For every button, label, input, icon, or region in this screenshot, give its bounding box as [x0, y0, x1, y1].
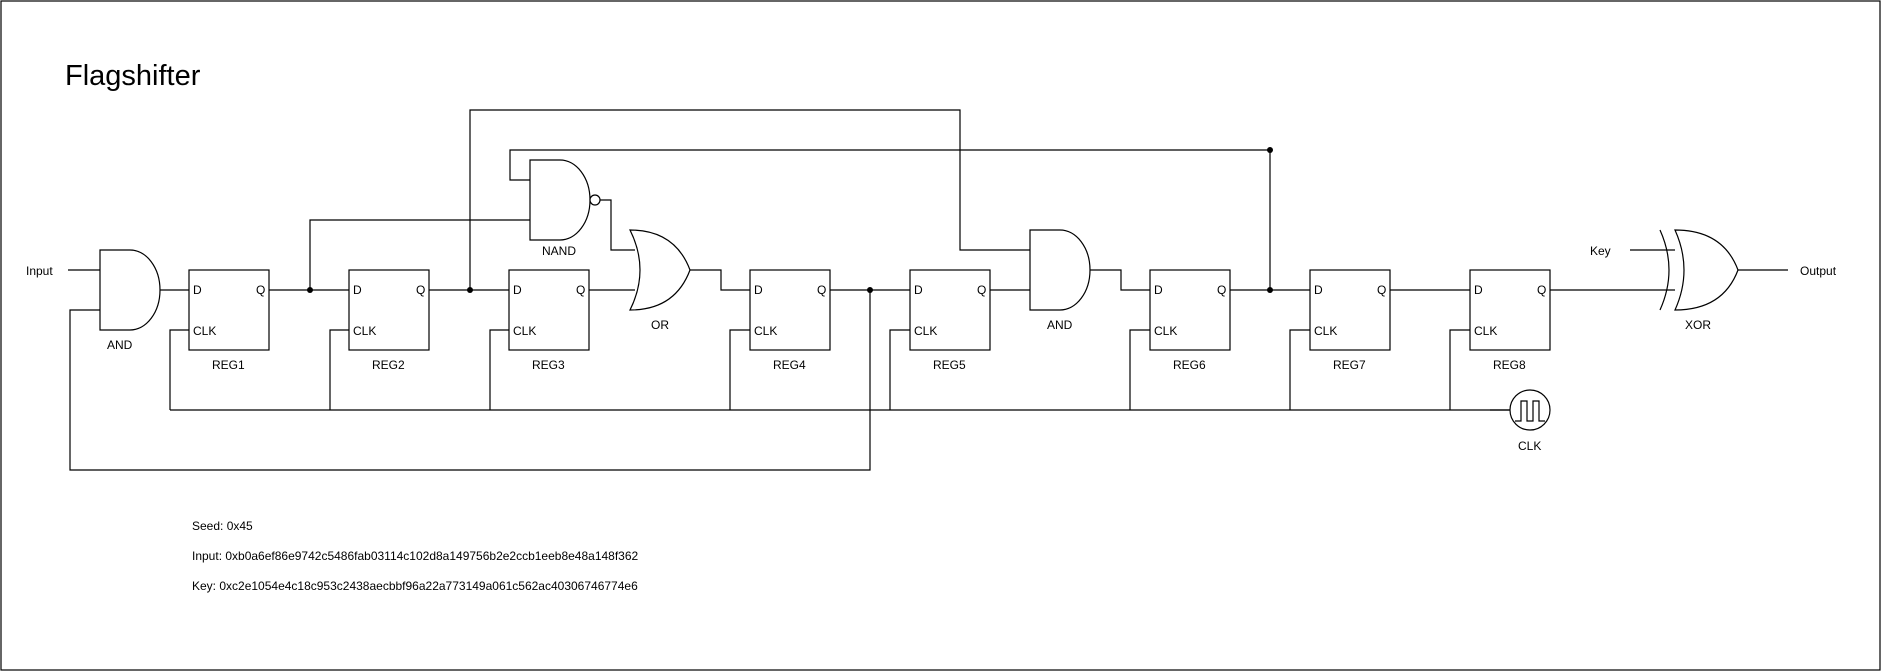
key-info: Key: 0xc2e1054e4c18c953c2438aecbbf96a22a… [192, 579, 638, 593]
register-3-q-pin: Q [576, 283, 585, 297]
seed-info: Seed: 0x45 [192, 519, 253, 533]
clock-label: CLK [1518, 439, 1541, 453]
clock-source: CLK [1490, 389, 1551, 453]
register-1-clk-pin: CLK [193, 324, 216, 338]
output-label: Output [1800, 264, 1837, 278]
input-label: Input [26, 264, 53, 278]
register-3-label: REG3 [532, 358, 565, 372]
xor-gate: XOR [1659, 229, 1739, 332]
register-4: D Q CLK REG4 [749, 269, 831, 372]
and-gate-2: AND [1029, 229, 1091, 332]
register-5: D Q CLK REG5 [909, 269, 991, 372]
register-2-label: REG2 [372, 358, 405, 372]
register-8: D Q CLK REG8 [1469, 269, 1551, 372]
register-4-label: REG4 [773, 358, 806, 372]
register-1: D Q CLK REG1 [188, 269, 270, 372]
nand-gate: NAND [529, 159, 601, 258]
register-8-label: REG8 [1493, 358, 1526, 372]
junction-dots [307, 147, 1273, 293]
register-8-d-pin: D [1474, 283, 1483, 297]
register-4-clk-pin: CLK [754, 324, 777, 338]
register-8-q-pin: Q [1537, 283, 1546, 297]
and-gate-1-label: AND [107, 338, 133, 352]
square-wave-icon [1515, 400, 1545, 422]
or-gate: OR [629, 229, 691, 332]
and-gate-2-label: AND [1047, 318, 1073, 332]
or-gate-label: OR [651, 318, 669, 332]
register-2-clk-pin: CLK [353, 324, 376, 338]
register-2-q-pin: Q [416, 283, 425, 297]
register-2: D Q CLK REG2 [348, 269, 430, 372]
register-8-clk-pin: CLK [1474, 324, 1497, 338]
register-6: D Q CLK REG6 [1149, 269, 1231, 372]
nand-gate-label: NAND [542, 244, 576, 258]
xor-gate-label: XOR [1685, 318, 1711, 332]
register-2-d-pin: D [353, 283, 362, 297]
register-6-clk-pin: CLK [1154, 324, 1177, 338]
register-6-q-pin: Q [1217, 283, 1226, 297]
register-1-d-pin: D [193, 283, 202, 297]
register-4-d-pin: D [754, 283, 763, 297]
key-label: Key [1590, 244, 1611, 258]
register-7-d-pin: D [1314, 283, 1323, 297]
register-7-label: REG7 [1333, 358, 1366, 372]
register-1-label: REG1 [212, 358, 245, 372]
register-5-clk-pin: CLK [914, 324, 937, 338]
register-7-clk-pin: CLK [1314, 324, 1337, 338]
register-6-d-pin: D [1154, 283, 1163, 297]
register-7-q-pin: Q [1377, 283, 1386, 297]
register-5-label: REG5 [933, 358, 966, 372]
register-4-q-pin: Q [817, 283, 826, 297]
diagram-title: Flagshifter [65, 60, 201, 92]
register-3-clk-pin: CLK [513, 324, 536, 338]
and-gate-1: AND [99, 249, 161, 352]
register-1-q-pin: Q [256, 283, 265, 297]
input-info: Input: 0xb0a6ef86e9742c5486fab03114c102d… [192, 549, 639, 563]
register-7: D Q CLK REG7 [1309, 269, 1391, 372]
register-5-d-pin: D [914, 283, 923, 297]
register-6-label: REG6 [1173, 358, 1206, 372]
register-3-d-pin: D [513, 283, 522, 297]
register-3: D Q CLK REG3 [508, 269, 590, 372]
register-5-q-pin: Q [977, 283, 986, 297]
